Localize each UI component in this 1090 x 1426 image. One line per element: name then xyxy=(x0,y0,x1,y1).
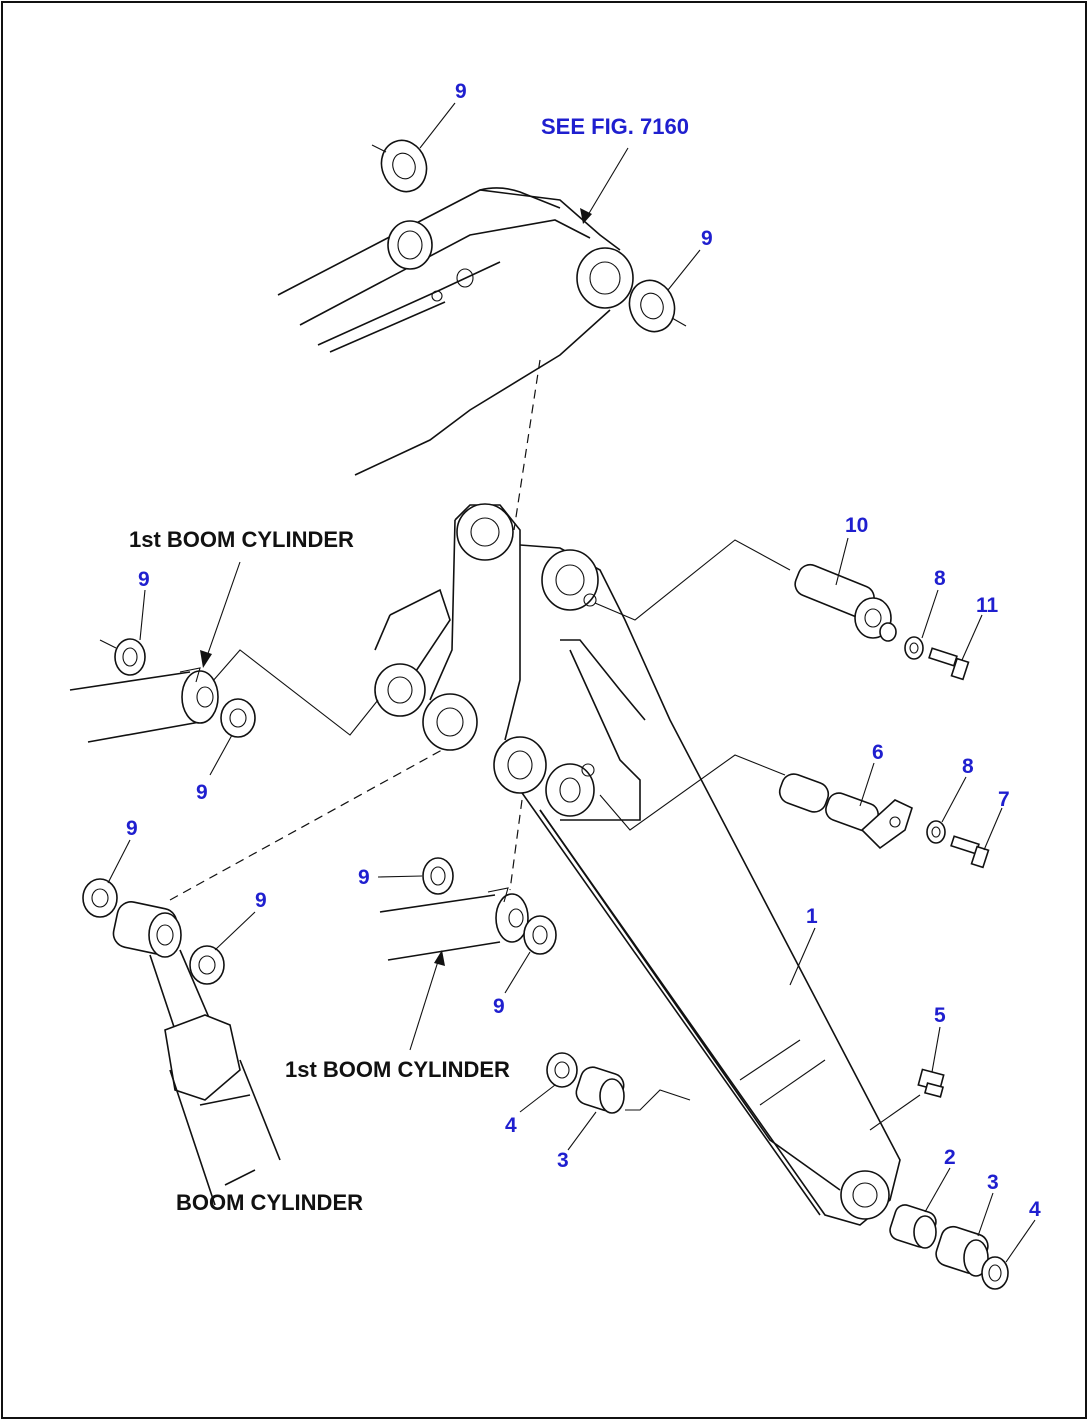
callout-5: 5 xyxy=(934,1004,946,1027)
alignment-line xyxy=(509,799,523,891)
boom-body-drawing xyxy=(374,503,901,1226)
callout-9-cyl-lower: 9 xyxy=(196,781,208,804)
grease-leader xyxy=(869,1094,921,1131)
label-first-boom-cylinder-top: 1st BOOM CYLINDER xyxy=(129,527,354,552)
callout-9-boomcyl-upper: 9 xyxy=(126,817,138,840)
alignment-line xyxy=(513,359,541,531)
callout-9-top: 9 xyxy=(455,80,467,103)
see-fig-reference: SEE FIG. 7160 xyxy=(541,114,689,139)
label-boom-cylinder: BOOM CYLINDER xyxy=(176,1190,363,1215)
callout-3-right: 3 xyxy=(987,1171,999,1194)
callout-10: 10 xyxy=(845,514,868,537)
callout-1: 1 xyxy=(806,905,818,928)
first-boom-cylinder-upper-drawing xyxy=(69,638,256,743)
arm-end-drawing xyxy=(277,139,687,476)
callout-4-left: 4 xyxy=(505,1114,517,1137)
cyl-leader xyxy=(204,649,379,736)
first-boom-cylinder-lower-drawing xyxy=(379,857,557,961)
boom-cylinder-drawing xyxy=(82,878,281,1206)
pin-10-drawing xyxy=(794,563,970,681)
callout-8-lower: 8 xyxy=(962,755,974,778)
alignment-line xyxy=(169,739,461,901)
bush-leader xyxy=(625,1089,691,1111)
callout-leaders xyxy=(107,102,1036,1263)
label-first-boom-cylinder-mid: 1st BOOM CYLINDER xyxy=(285,1057,510,1082)
pin-6-drawing xyxy=(778,773,990,869)
callout-6: 6 xyxy=(872,741,884,764)
bushing-right-drawing xyxy=(889,1204,1009,1290)
callout-9-cyl-upper: 9 xyxy=(138,568,150,591)
callout-9-right: 9 xyxy=(701,227,713,250)
pin-6-leader xyxy=(599,754,786,831)
callout-4-right: 4 xyxy=(1029,1198,1041,1221)
callout-7: 7 xyxy=(998,788,1010,811)
pin-10-leader xyxy=(594,539,791,621)
grease-fitting-drawing xyxy=(917,1068,945,1098)
callout-11: 11 xyxy=(976,594,999,617)
callout-2: 2 xyxy=(944,1146,956,1169)
callout-9-boomcyl-right: 9 xyxy=(255,889,267,912)
bushing-left-drawing xyxy=(546,1052,625,1114)
callout-9-mid-lower: 9 xyxy=(493,995,505,1018)
callout-9-mid-upper: 9 xyxy=(358,866,370,889)
callout-3-left: 3 xyxy=(557,1149,569,1172)
callout-8-upper: 8 xyxy=(934,567,946,590)
